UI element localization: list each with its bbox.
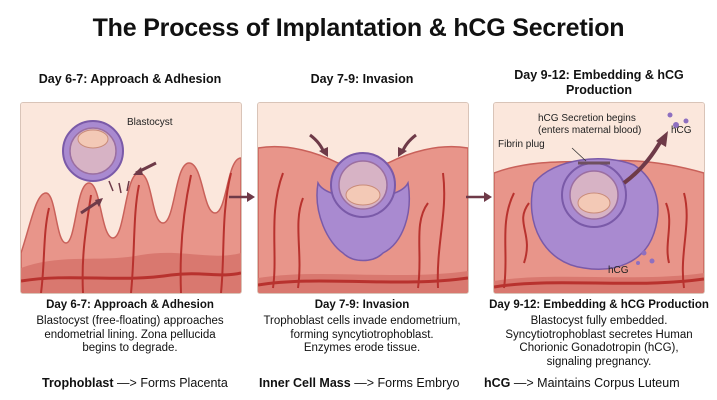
stage-1-caption-line: Blastocyst (free-floating) approaches xyxy=(36,315,224,327)
hcg-label-bottom: hCG xyxy=(608,265,629,276)
footer-desc: Maintains Corpus Luteum xyxy=(537,376,680,390)
hcg-secretion-label-line-2: (enters maternal blood) xyxy=(538,125,641,136)
footer-term: Trophoblast xyxy=(42,376,114,390)
footer-hcg: hCG —> Maintains Corpus Luteum xyxy=(484,376,680,390)
stage-2-caption: Trophoblast cells invade endometrium, fo… xyxy=(250,315,474,356)
stage-2-caption-line: Trophoblast cells invade endometrium, xyxy=(263,315,461,327)
stage-1-caption-line: begins to degrade. xyxy=(82,342,178,354)
stage-3-caption-title: Day 9-12: Embedding & hCG Production xyxy=(489,299,709,311)
stage-2-illustration xyxy=(257,102,469,294)
stage-3-heading-line-1: Day 9-12: Embedding & hCG xyxy=(514,68,684,82)
footer-desc: Forms Placenta xyxy=(140,376,228,390)
footer-trophoblast: Trophoblast —> Forms Placenta xyxy=(42,376,228,390)
stage-3-heading-line-2: Production xyxy=(566,83,632,97)
stage-2-heading: Day 7-9: Invasion xyxy=(310,72,414,86)
stage-3-heading: Day 9-12: Embedding & hCG Production xyxy=(488,68,710,98)
footer-inner-cell-mass: Inner Cell Mass —> Forms Embryo xyxy=(259,376,459,390)
footer-arrow: —> xyxy=(117,376,137,390)
stage-3-caption-line: Syncytiotrophoblast secretes Human xyxy=(505,328,693,341)
blastocyst-label: Blastocyst xyxy=(127,117,173,128)
footer-arrow: —> xyxy=(354,376,374,390)
stage-3-caption: Blastocyst fully embedded. Syncytiotroph… xyxy=(488,315,710,369)
stage-2-caption-title: Day 7-9: Invasion xyxy=(314,299,410,311)
stage-1-caption: Blastocyst (free-floating) approaches en… xyxy=(14,315,246,356)
stage-3-caption-line: signaling pregnancy. xyxy=(546,355,652,368)
stage-1-caption-title: Day 6-7: Approach & Adhesion xyxy=(46,299,214,311)
stage-3-caption-line: Chorionic Gonadotropin (hCG), xyxy=(519,342,679,354)
fibrin-plug-label: Fibrin plug xyxy=(498,139,545,150)
arrow-right-icon xyxy=(229,192,255,202)
stage-1-illustration: Blastocyst xyxy=(20,102,242,294)
footer-arrow: —> xyxy=(513,376,534,390)
hcg-label-top: hCG xyxy=(671,125,692,136)
footer-term: hCG xyxy=(484,376,511,390)
page-title: The Process of Implantation & hCG Secret… xyxy=(92,14,625,42)
arrow-right-icon-2 xyxy=(466,192,492,202)
stage-3-caption-line: Blastocyst fully embedded. xyxy=(530,315,668,327)
hcg-secretion-label-line-1: hCG Secretion begins xyxy=(538,113,636,124)
stage-2-caption-line: Enzymes erode tissue. xyxy=(303,342,421,354)
footer-desc: Forms Embryo xyxy=(377,376,460,390)
stage-1-heading: Day 6-7: Approach & Adhesion xyxy=(38,72,222,86)
footer-term: Inner Cell Mass xyxy=(259,376,351,390)
stage-3-illustration: hCG Secretion begins (enters maternal bl… xyxy=(493,102,705,294)
stage-2-caption-line: forming syncytiotrophoblast. xyxy=(290,328,434,341)
stage-1-caption-line: endometrial lining. Zona pellucida xyxy=(44,328,216,341)
